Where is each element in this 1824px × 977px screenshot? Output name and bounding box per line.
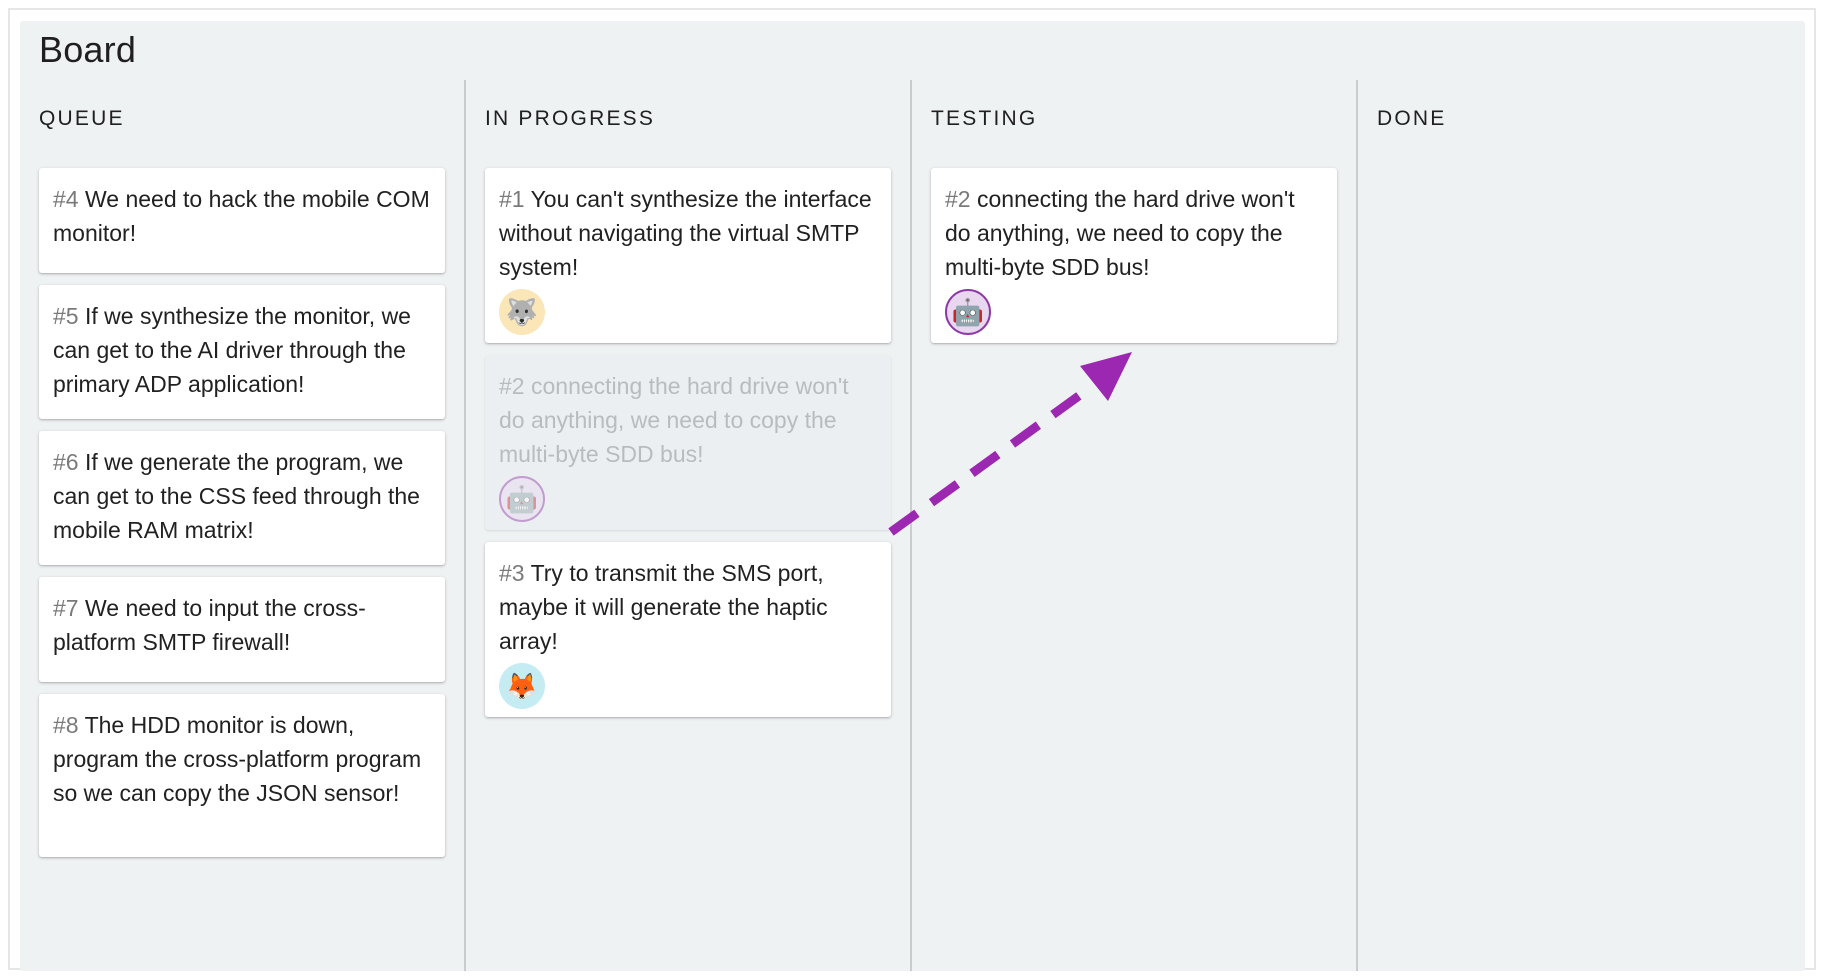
card-number: #6 bbox=[53, 449, 79, 475]
card-title: You can't synthesize the interface witho… bbox=[499, 186, 872, 280]
card-4[interactable]: #4 We need to hack the mobile COM monito… bbox=[39, 168, 445, 273]
card-8[interactable]: #8 The HDD monitor is down, program the … bbox=[39, 694, 445, 857]
column-testing: TESTING #2 connecting the hard drive won… bbox=[910, 80, 1356, 971]
board-title: Board bbox=[39, 29, 137, 70]
robot-avatar: 🤖 bbox=[499, 476, 545, 522]
card-text: #5 If we synthesize the monitor, we can … bbox=[53, 299, 431, 401]
column-done: DONE bbox=[1356, 80, 1802, 971]
card-title: connecting the hard drive won't do anyth… bbox=[945, 186, 1295, 280]
card-title: We need to input the cross-platform SMTP… bbox=[53, 595, 366, 655]
card-title: The HDD monitor is down, program the cro… bbox=[53, 712, 422, 806]
card-text: #8 The HDD monitor is down, program the … bbox=[53, 708, 431, 810]
column-in-progress: IN PROGRESS #1 You can't synthesize the … bbox=[464, 80, 910, 971]
card-text: #2 connecting the hard drive won't do an… bbox=[945, 182, 1323, 284]
card-2[interactable]: #2 connecting the hard drive won't do an… bbox=[931, 168, 1337, 343]
card-3[interactable]: #3 Try to transmit the SMS port, maybe i… bbox=[485, 542, 891, 717]
card-number: #5 bbox=[53, 303, 79, 329]
kanban-board: Board QUEUE #4 We need to hack the mobil… bbox=[20, 21, 1805, 971]
card-number: #2 bbox=[945, 186, 971, 212]
card-title: If we synthesize the monitor, we can get… bbox=[53, 303, 411, 397]
card-1[interactable]: #1 You can't synthesize the interface wi… bbox=[485, 168, 891, 343]
card-number: #4 bbox=[53, 186, 79, 212]
card-text: #4 We need to hack the mobile COM monito… bbox=[53, 182, 431, 250]
drag-arrow-head bbox=[1080, 352, 1132, 401]
card-text: #2 connecting the hard drive won't do an… bbox=[499, 369, 877, 471]
drag-arrow-line bbox=[888, 391, 1083, 536]
card-title: Try to transmit the SMS port, maybe it w… bbox=[499, 560, 828, 654]
column-title: QUEUE bbox=[39, 107, 125, 130]
card-7[interactable]: #7 We need to input the cross-platform S… bbox=[39, 577, 445, 682]
card-text: #3 Try to transmit the SMS port, maybe i… bbox=[499, 556, 877, 658]
card-number: #8 bbox=[53, 712, 79, 738]
card-6[interactable]: #6 If we generate the program, we can ge… bbox=[39, 431, 445, 565]
card-number: #3 bbox=[499, 560, 525, 586]
card-text: #7 We need to input the cross-platform S… bbox=[53, 591, 431, 659]
wolf-avatar: 🐺 bbox=[499, 289, 545, 335]
fox-avatar: 🦊 bbox=[499, 663, 545, 709]
column-queue: QUEUE #4 We need to hack the mobile COM … bbox=[20, 80, 466, 971]
robot-avatar: 🤖 bbox=[945, 289, 991, 335]
card-number: #7 bbox=[53, 595, 79, 621]
column-title: DONE bbox=[1377, 107, 1447, 130]
card-text: #6 If we generate the program, we can ge… bbox=[53, 445, 431, 547]
card-2-placeholder: #2 connecting the hard drive won't do an… bbox=[485, 355, 891, 530]
column-title: TESTING bbox=[931, 107, 1038, 130]
column-title: IN PROGRESS bbox=[485, 107, 656, 130]
card-title: connecting the hard drive won't do anyth… bbox=[499, 373, 849, 467]
card-title: If we generate the program, we can get t… bbox=[53, 449, 420, 543]
card-title: We need to hack the mobile COM monitor! bbox=[53, 186, 430, 246]
card-5[interactable]: #5 If we synthesize the monitor, we can … bbox=[39, 285, 445, 419]
card-number: #1 bbox=[499, 186, 525, 212]
card-text: #1 You can't synthesize the interface wi… bbox=[499, 182, 877, 284]
card-number: #2 bbox=[499, 373, 525, 399]
